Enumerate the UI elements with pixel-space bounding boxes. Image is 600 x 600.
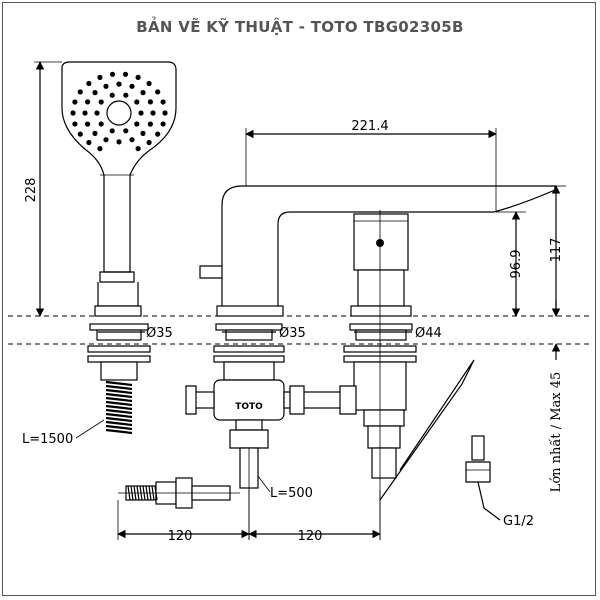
dim-text-221: 221.4	[351, 119, 388, 134]
dim-text-228: 228	[24, 178, 39, 203]
dim-text-120-right: 120	[298, 529, 323, 544]
hose-length-label: L=1500	[22, 432, 73, 447]
g12-fitting	[379, 359, 501, 521]
drawing-title: BẢN VẼ KỸ THUẬT - TOTO TBG02305B	[136, 18, 464, 36]
dim-text-120-left: 120	[168, 529, 193, 544]
dia-spout-label: Ø35	[279, 326, 306, 341]
dim-text-969: 96.9	[509, 250, 524, 279]
mixer-valve-block: TOTO	[185, 379, 357, 540]
dia-handshower-label: Ø35	[146, 326, 173, 341]
leader-pipe	[257, 475, 271, 493]
leader-hose	[75, 419, 105, 439]
pipe-length-label: L=500	[270, 486, 313, 501]
nozzle-center-ring	[106, 100, 132, 126]
connection-label: G1/2	[503, 514, 534, 529]
shower-nozzles	[70, 71, 168, 152]
dim-text-117: 117	[549, 238, 564, 263]
valve-brand-mark: TOTO	[235, 402, 263, 412]
supply-connector	[118, 477, 240, 509]
deck-thickness-label: Lớn nhất / Max 45	[548, 372, 564, 493]
shower-hose	[105, 380, 133, 435]
dia-handle-label: Ø44	[415, 326, 442, 341]
mixer-handle	[343, 210, 417, 540]
hand-shower	[61, 61, 177, 435]
spout	[199, 185, 556, 381]
